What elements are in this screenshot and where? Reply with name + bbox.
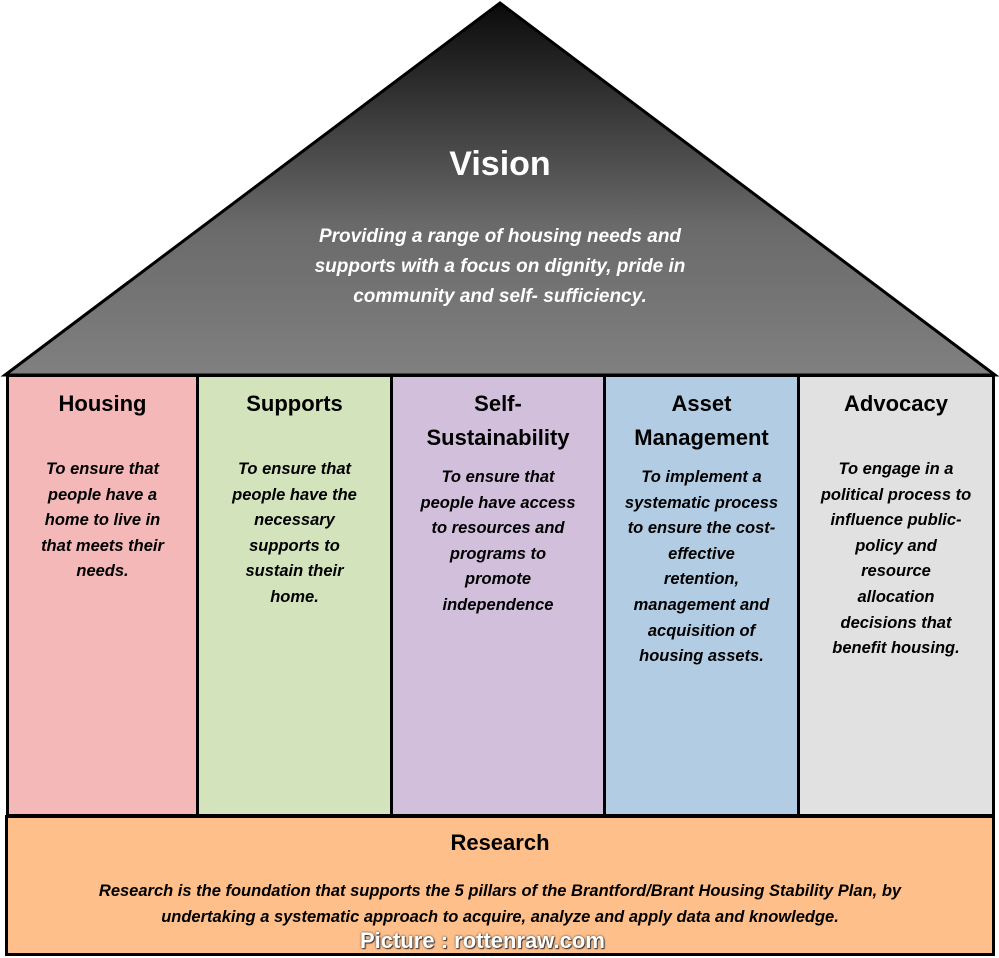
pillar-asset-management: Asset Management To implement a systemat… xyxy=(603,374,800,817)
pillar-self-sustainability: Self- Sustainability To ensure that peop… xyxy=(390,374,606,817)
research-text: Research is the foundation that supports… xyxy=(98,882,902,926)
pillar-text: To ensure that people have the necessary… xyxy=(232,460,357,606)
research-foundation: Research Research is the foundation that… xyxy=(5,815,995,956)
vision-text: Providing a range of housing needs and s… xyxy=(314,226,686,307)
research-title: Research xyxy=(450,830,550,855)
pillar-title: Self- Sustainability xyxy=(426,391,570,450)
pillar-title: Housing xyxy=(58,391,147,416)
vision-title: Vision xyxy=(449,145,551,183)
pillar-supports: Supports To ensure that people have the … xyxy=(196,374,393,817)
pillar-text: To engage in a political process to infl… xyxy=(820,460,972,658)
vision-roof xyxy=(0,1,999,377)
pillar-title: Supports xyxy=(246,391,343,416)
pillar-text: To implement a systematic process to ens… xyxy=(624,468,779,666)
watermark: Picture : rottenraw.com xyxy=(360,928,605,953)
pillar-title: Advocacy xyxy=(844,391,948,416)
pillar-advocacy: Advocacy To engage in a political proces… xyxy=(797,374,995,817)
pillar-title: Asset Management xyxy=(634,391,769,450)
pillar-housing: Housing To ensure that people have a hom… xyxy=(6,374,199,817)
pillar-text: To ensure that people have a home to liv… xyxy=(41,460,164,581)
pillar-text: To ensure that people have access to res… xyxy=(420,468,576,614)
